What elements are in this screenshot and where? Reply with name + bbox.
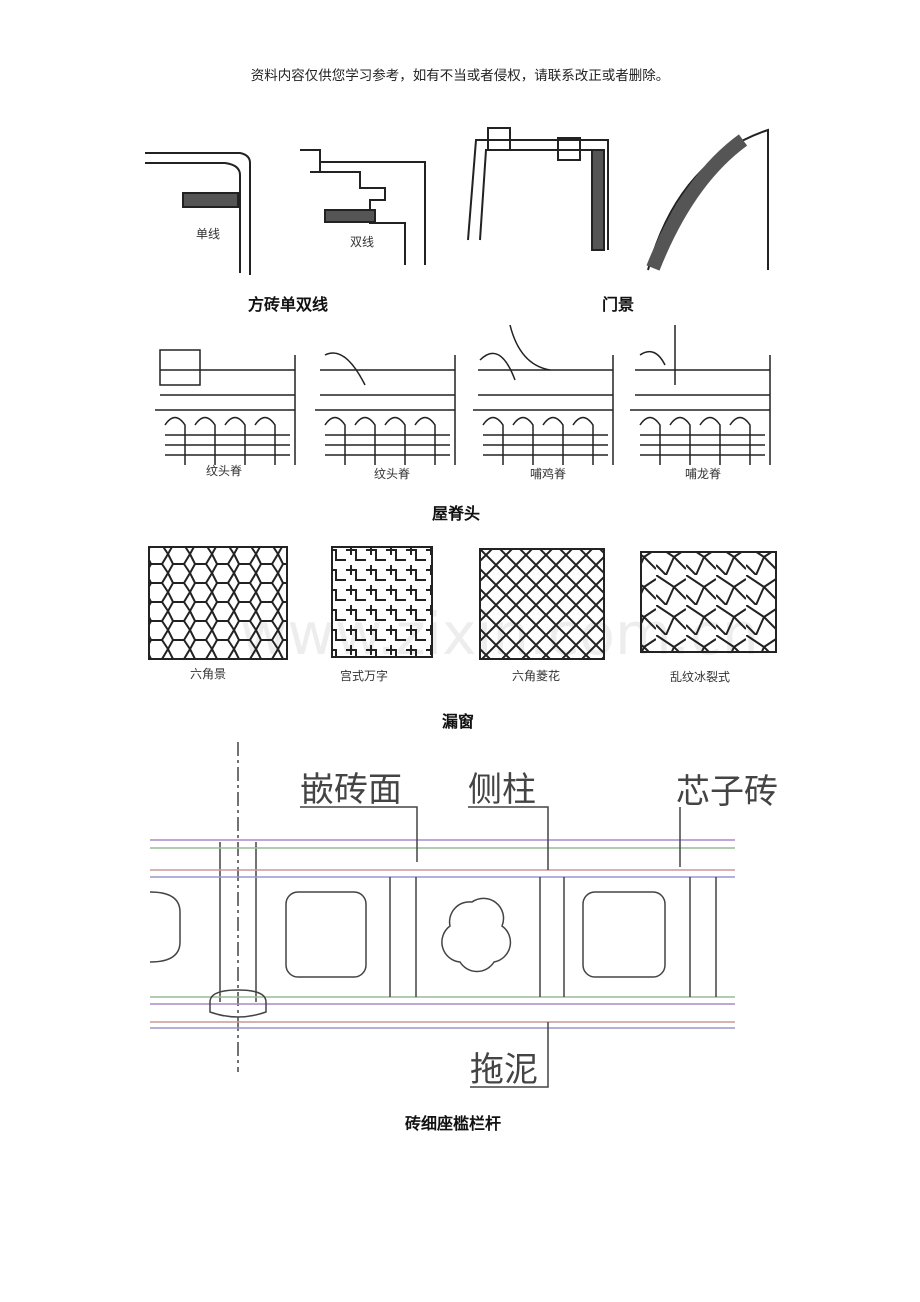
label-core-brick: 芯子砖: [676, 772, 778, 812]
label-base-sill: 拖泥: [470, 1050, 538, 1090]
header-notice: 资料内容仅供您学习参考，如有不当或者侵权，请联系改正或者删除。: [250, 68, 670, 84]
brick-line-drawing: [145, 149, 426, 275]
label-window-2: 宫式万字: [340, 669, 389, 683]
balustrade-drawing: [150, 742, 735, 1088]
label-ridge-3: 哺鸡脊: [530, 467, 567, 481]
caption-brick-lines: 方砖单双线: [248, 295, 329, 314]
label-window-1: 六角景: [190, 667, 227, 681]
ridge-end-drawings: [155, 325, 771, 465]
label-ridge-2: 纹头脊: [374, 467, 411, 481]
caption-lattice-windows: 漏窗: [442, 712, 475, 731]
label-window-4: 乱纹冰裂式: [670, 670, 731, 684]
label-ridge-1: 纹头脊: [206, 464, 243, 478]
gate-scene-drawing: [467, 127, 769, 271]
caption-ridge-ends: 屋脊头: [432, 504, 481, 523]
label-window-3: 六角菱花: [512, 669, 561, 683]
label-double-line: 双线: [350, 235, 375, 249]
caption-gate-scene: 门景: [602, 295, 635, 314]
label-side-post: 侧柱: [468, 770, 536, 810]
label-inlaid-brick-face: 嵌砖面: [300, 770, 402, 810]
lattice-window-drawings: [148, 546, 777, 660]
label-ridge-4: 哺龙脊: [685, 467, 722, 481]
label-single-line: 单线: [196, 227, 221, 241]
caption-brick-balustrade: 砖细座槛栏杆: [405, 1114, 502, 1133]
